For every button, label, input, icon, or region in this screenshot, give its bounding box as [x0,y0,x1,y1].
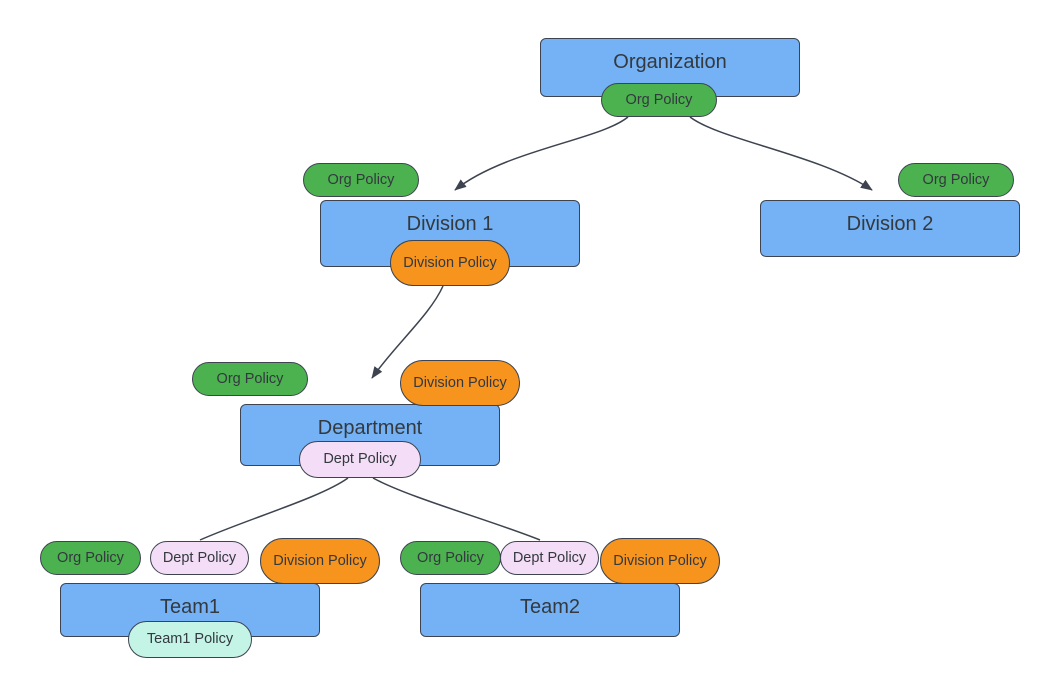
node-team1[interactable]: Team1 [60,583,320,637]
policy-badge-label: Division Policy [413,374,507,391]
policy-badge-label: Org Policy [216,370,284,387]
policy-badge-label: Team1 Policy [146,631,234,648]
node-department[interactable]: Department [240,404,500,466]
edge-organization-to-division-1 [454,116,629,191]
edges-group [199,116,873,541]
policy-badge-team2-org-policy[interactable]: Org Policy [400,541,501,575]
policy-badge-dept-division-policy[interactable]: Division Policy [400,360,520,406]
policy-badge-dept-org-policy[interactable]: Org Policy [192,362,308,396]
policy-badge-label: Org Policy [625,91,693,108]
policy-badge-div1-division-policy[interactable]: Division Policy [390,240,510,286]
policy-badge-label: Org Policy [417,549,484,566]
node-label-division-1: Division 1 [406,213,494,235]
node-division-2[interactable]: Division 2 [760,200,1020,257]
policy-badge-div1-org-policy[interactable]: Org Policy [303,163,419,197]
node-label-team1: Team1 [159,596,221,618]
policy-badge-team1-org-policy[interactable]: Org Policy [40,541,141,575]
policy-badge-team1-division-policy[interactable]: Division Policy [260,538,380,584]
policy-badge-label: Org Policy [57,549,124,566]
node-team2[interactable]: Team2 [420,583,680,637]
edge-department-to-team1 [199,477,349,541]
policy-badge-label: Division Policy [273,552,367,569]
policy-badge-dept-dept-policy[interactable]: Dept Policy [299,441,421,478]
node-label-team2: Team2 [519,596,581,618]
policy-badge-label: Dept Policy [512,549,587,566]
edge-department-to-team2 [372,477,541,541]
policy-badge-team2-dept-policy[interactable]: Dept Policy [500,541,599,575]
policy-badge-team1-team-policy[interactable]: Team1 Policy [128,621,252,658]
policy-badge-org-org-policy[interactable]: Org Policy [601,83,717,117]
node-label-organization: Organization [613,51,727,73]
policy-badge-label: Org Policy [922,171,990,188]
policy-badge-team1-dept-policy[interactable]: Dept Policy [150,541,249,575]
policy-badge-team2-division-policy[interactable]: Division Policy [600,538,720,584]
policy-badge-label: Dept Policy [162,549,237,566]
node-label-division-2: Division 2 [846,213,934,235]
policy-badge-label: Dept Policy [323,451,397,468]
edge-organization-to-division-2 [689,116,873,191]
policy-badge-label: Division Policy [613,552,707,569]
policy-badge-div2-org-policy[interactable]: Org Policy [898,163,1014,197]
node-label-department: Department [317,417,423,439]
policy-badge-label: Division Policy [403,254,497,271]
policy-badge-label: Org Policy [327,171,395,188]
